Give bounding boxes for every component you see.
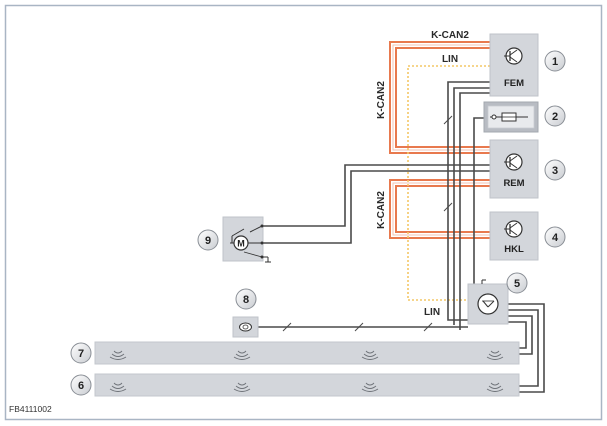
lin-label-bottom: LIN — [424, 307, 440, 318]
kcan2-label-left-upper: K-CAN2 — [376, 81, 387, 119]
transistor-icon — [504, 153, 523, 171]
siren-unit — [232, 316, 259, 338]
ultrasonic-wave-icons — [109, 350, 504, 392]
fuse-icon — [490, 112, 528, 122]
callout-1-label: 1 — [552, 56, 558, 68]
callout-5: 5 — [506, 272, 528, 294]
callout-5-label: 5 — [514, 278, 520, 290]
callout-2-label: 2 — [552, 111, 558, 123]
callout-7: 7 — [70, 342, 92, 364]
rem-label: REM — [503, 178, 524, 189]
wire-break-marks — [282, 115, 453, 332]
transistor-icon — [504, 47, 523, 65]
callout-8-label: 8 — [243, 294, 249, 306]
rem-module: REM — [489, 139, 539, 199]
kcan2-bus-fem-inner — [392, 44, 490, 151]
fem-module: FEM — [489, 33, 539, 97]
callout-9: 9 — [197, 229, 219, 251]
sensor-bar-7 — [94, 341, 520, 365]
callout-2: 2 — [544, 105, 566, 127]
sensor-bar-6 — [94, 373, 520, 397]
motor-symbol: M — [237, 239, 245, 249]
fuse-box — [483, 101, 539, 133]
kcan2-bus-fem — [389, 41, 490, 154]
kcan2-bus-hkl-inner — [392, 182, 490, 236]
fem-label: FEM — [504, 78, 524, 89]
motor-unit: M — [222, 216, 271, 263]
callout-4-label: 4 — [552, 232, 559, 244]
lin-bus-wire — [407, 65, 490, 301]
callout-8: 8 — [235, 288, 257, 310]
kcan2-label-left-lower: K-CAN2 — [376, 191, 387, 229]
figure-code: FB4111002 — [9, 404, 52, 414]
hkl-label: HKL — [504, 244, 524, 255]
callout-9-label: 9 — [205, 235, 211, 247]
callout-4: 4 — [544, 226, 566, 248]
callout-7-label: 7 — [78, 348, 84, 360]
transistor-icon — [504, 220, 523, 238]
callout-6: 6 — [70, 374, 92, 396]
horn-icon — [239, 322, 252, 332]
callout-1: 1 — [544, 50, 566, 72]
kcan2-bus-hkl — [389, 179, 490, 239]
signal-wires — [258, 81, 545, 393]
sensor-icon — [477, 293, 499, 315]
kcan2-label-top: K-CAN2 — [431, 30, 469, 41]
callout-3-label: 3 — [552, 165, 558, 177]
hkl-module: HKL — [489, 211, 539, 261]
callout-3: 3 — [544, 159, 566, 181]
ultrasonic-sensor-module — [467, 279, 509, 325]
motor-icon: M — [230, 224, 271, 263]
callout-6-label: 6 — [78, 380, 84, 392]
lin-label-top: LIN — [442, 54, 458, 65]
